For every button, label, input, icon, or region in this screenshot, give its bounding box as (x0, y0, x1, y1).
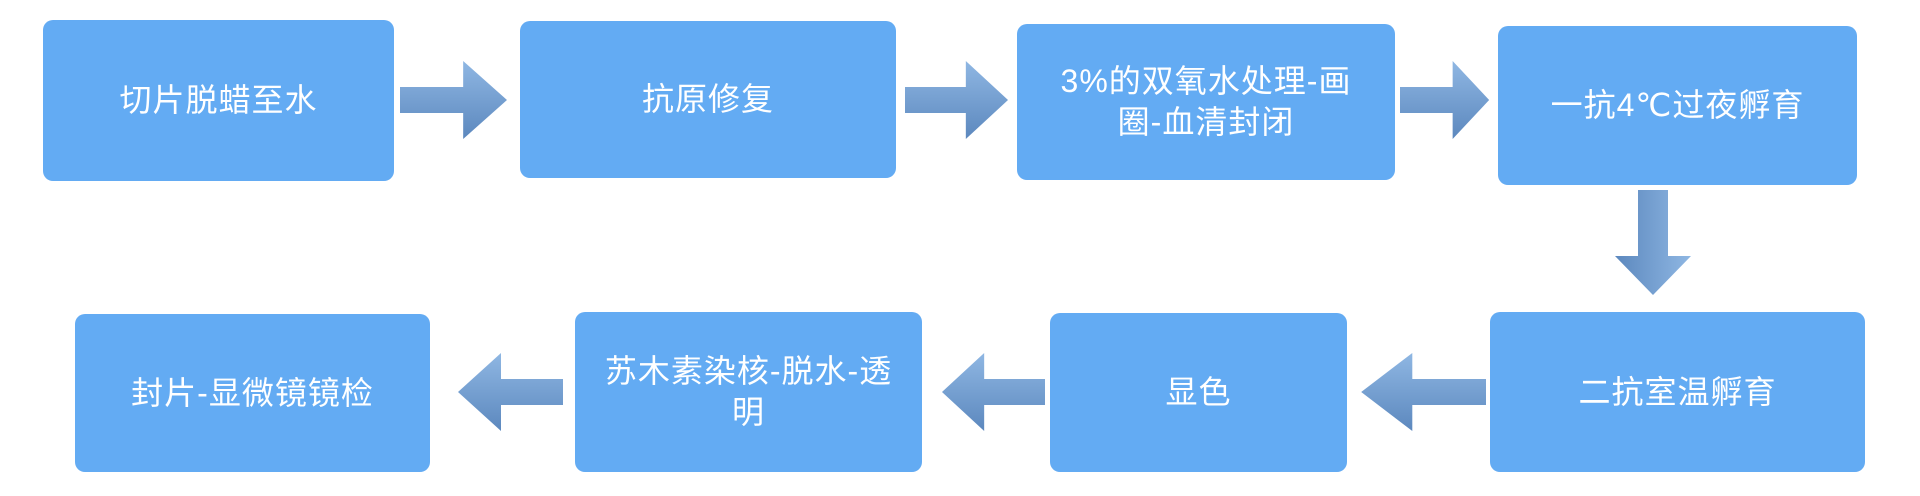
flow-step-label: 苏木素染核-脱水-透明 (604, 353, 893, 430)
arrow-left-icon (941, 352, 1045, 432)
flow-step-mounting-box: 封片-显微镜镜检 (75, 314, 430, 472)
arrow-left-icon (1360, 352, 1486, 432)
flow-step-primary-antibody-box: 一抗4℃过夜孵育 (1498, 26, 1857, 185)
flow-step-dewax-box: 切片脱蜡至水 (43, 20, 394, 181)
arrow-right-icon (905, 60, 1009, 140)
flow-step-label: 二抗室温孵育 (1578, 373, 1777, 410)
flow-step-secondary-antibody-box: 二抗室温孵育 (1490, 312, 1865, 472)
flow-step-color-development-box: 显色 (1050, 313, 1347, 472)
flow-step-label: 显色 (1165, 374, 1232, 411)
flow-step-counterstain-box: 苏木素染核-脱水-透明 (575, 312, 922, 472)
arrow-right-icon (400, 60, 508, 140)
flow-step-label: 切片脱蜡至水 (119, 82, 318, 119)
arrow-right-icon (1400, 60, 1490, 140)
flow-step-antigen-retrieval-box: 抗原修复 (520, 21, 896, 178)
flow-step-label: 3%的双氧水处理-画圈-血清封闭 (1060, 63, 1352, 140)
flow-step-label: 抗原修复 (641, 81, 774, 118)
flow-step-peroxide-blocking-box: 3%的双氧水处理-画圈-血清封闭 (1017, 24, 1395, 180)
arrow-left-icon (457, 352, 563, 432)
arrow-down-icon (1614, 190, 1692, 296)
flow-step-label: 一抗4℃过夜孵育 (1550, 87, 1805, 124)
flow-step-label: 封片-显微镜镜检 (131, 374, 374, 411)
